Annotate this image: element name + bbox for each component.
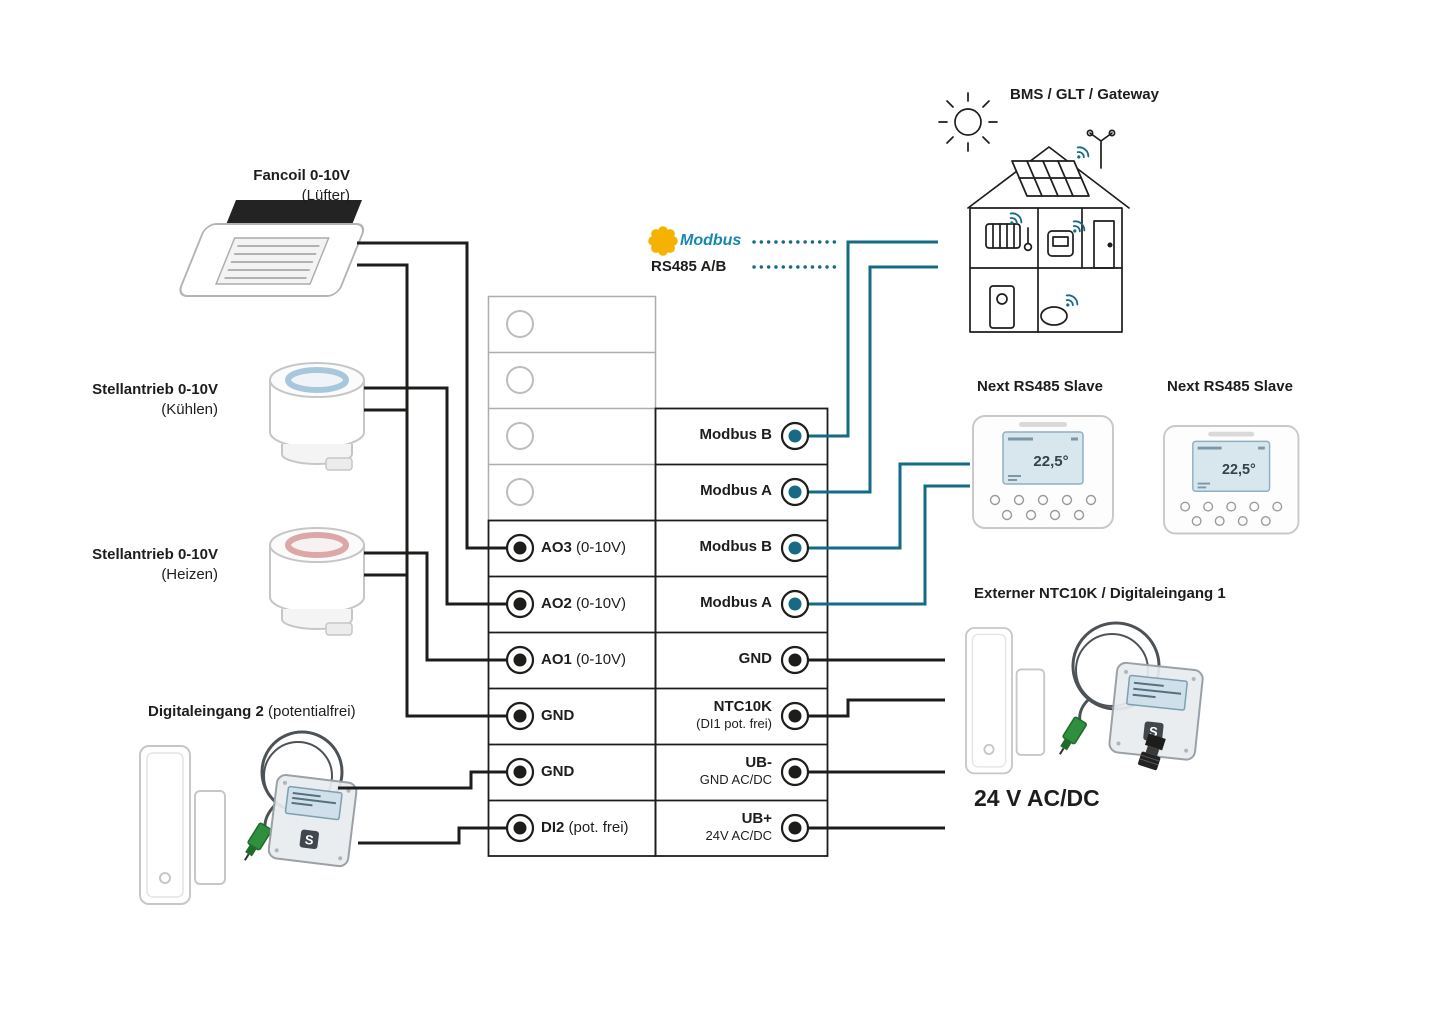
terminal-block-frame [487,295,829,857]
terminal-gnd-2 [513,765,527,779]
house-walls [969,207,1123,333]
terminal-modbus-b-1 [788,429,802,443]
terminal-unused [506,310,534,338]
rs485-label: RS485 A/B [651,258,727,275]
terminal-di2 [513,821,527,835]
ntc-cable-sensor-right: S [1059,621,1204,771]
wire-heating-signal-ao1 [364,551,506,662]
terminal-gnd-1 [513,709,527,723]
left-terminals [505,533,535,843]
terminal-label-ntc10k: NTC10K(DI1 pot. frei) [696,698,772,731]
unused-terminals [506,310,534,506]
door-contact-sensor-right [965,627,1046,775]
rs485-slave-2-illustration [1162,424,1300,535]
terminal-label-gnd-right: GND [738,650,772,667]
wifi-icon [1071,144,1092,164]
slave-2-label: Next RS485 Slave [1167,378,1293,395]
house-roof [967,146,1130,209]
wire-modbus-b-bms [808,240,938,438]
house-body [969,207,1123,333]
terminal-ao2 [513,597,527,611]
terminal-label-ub-minus: UB-GND AC/DC [699,754,772,787]
terminal-ao1 [513,653,527,667]
green-connector-icon [1059,716,1087,755]
actuator-heating-illustration [269,527,365,636]
terminal-unused [506,422,534,450]
digital-input-2-label: Digitaleingang 2 (potentialfrei) [148,703,356,720]
terminal-unused [506,478,534,506]
terminal-label-ao1: AO1 (0-10V) [541,651,627,668]
modbus-logo-label: Modbus [680,232,742,249]
terminal-modbus-b-2 [788,541,802,555]
terminal-label-ao2: AO2 (0-10V) [541,595,627,612]
terminal-label-gnd-2: GND [541,763,575,780]
bms-label: BMS / GLT / Gateway [1010,86,1159,103]
terminal-ub-plus [788,821,802,835]
terminal-unused [506,366,534,394]
anemometer-icon [1089,132,1113,169]
terminal-label-gnd-1: GND [541,707,575,724]
terminal-label-modbus-a-1: Modbus A [700,482,772,499]
power-label: 24 V AC/DC [974,785,1100,811]
terminal-ao3 [513,541,527,555]
wire-ntc10k-external [808,698,945,718]
terminal-label-modbus-b-2: Modbus B [699,538,773,555]
solar-panel-icon [1011,160,1090,197]
wire-di2-gnd [338,770,506,790]
wire-di2-signal [358,826,506,845]
door-icon [1093,220,1115,269]
wire-modbus-a-slave [808,484,970,606]
thermostat-icon [1047,230,1074,257]
slave-1-label: Next RS485 Slave [977,378,1103,395]
door-contact-sensor-left [139,745,226,905]
svg-text:S: S [304,832,315,848]
wires-blue [752,240,970,606]
boiler-icon [989,285,1015,329]
wire-modbus-a-bms [808,265,938,494]
svg-text:S: S [1148,724,1159,740]
actuator-cooling-illustration [269,362,365,471]
wire-fancoil-gnd [357,263,506,718]
bms-house-illustration [938,92,1130,333]
wire-cooling-signal-ao2 [364,386,506,606]
gateway-puck-icon [1040,306,1068,326]
radiator-icon [985,223,1021,249]
green-connector-icon [244,822,272,861]
terminal-label-modbus-a-2: Modbus A [700,594,772,611]
modbus-logo-icon [648,226,678,256]
external-ntc-label: Externer NTC10K / Digitaleingang 1 [974,585,1226,602]
terminal-modbus-a-2 [788,597,802,611]
rs485-slave-1-illustration [971,414,1115,530]
right-terminals [780,421,810,843]
fancoil-unit-illustration [179,200,365,297]
terminal-label-ub-plus: UB+24V AC/DC [705,810,772,843]
ntc-cable-sensor-left: S [244,730,358,868]
actuator-heating-label: Stellantrieb 0-10V (Heizen) [92,546,218,583]
terminal-ub-minus [788,765,802,779]
terminal-label-modbus-b-1: Modbus B [699,426,773,443]
m12-connector-icon [1138,733,1166,771]
wire-fancoil-signal-ao3 [357,241,506,550]
terminal-label-di2: DI2 (pot. frei) [541,819,629,836]
wires-black [338,241,945,845]
terminal-label-ao3: AO3 (0-10V) [541,539,627,556]
terminal-modbus-a-1 [788,485,802,499]
sun-icon [938,92,998,152]
fancoil-label: Fancoil 0-10V (Lüfter) [253,167,350,204]
wire-modbus-b-slave [808,462,970,550]
terminal-gnd-right [788,653,802,667]
terminal-ntc10k [788,709,802,723]
actuator-cooling-label: Stellantrieb 0-10V (Kühlen) [92,381,218,418]
